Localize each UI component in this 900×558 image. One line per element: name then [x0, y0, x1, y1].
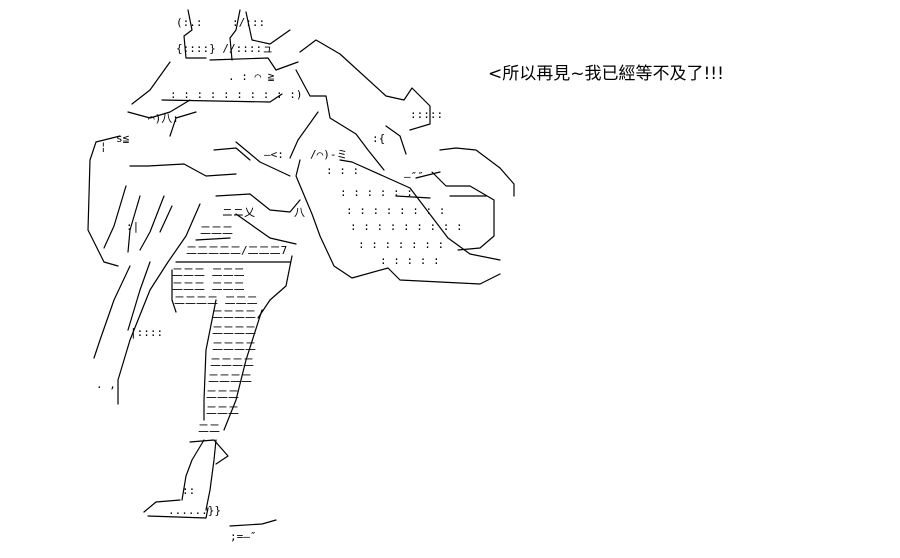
svg-text:二二二二: 二二二二 [210, 356, 254, 369]
svg-text:二二二: 二二二 [200, 224, 233, 237]
svg-text:二二二二: 二二二二 [212, 340, 256, 353]
svg-text:八: 八 [294, 206, 305, 219]
svg-text:: : : : : : : : : :): : : : : : : : : : :) [170, 88, 302, 101]
svg-text:二二二二: 二二二二 [208, 372, 252, 385]
svg-text:二二二 二二二: 二二二 二二二 [172, 280, 245, 293]
svg-text:―<:: ―<: [264, 148, 284, 161]
svg-text:{::::} //::::ュ: {::::} //::::ュ [176, 42, 273, 55]
svg-text:二二二二: 二二二二 [212, 324, 256, 337]
svg-text:s≦: s≦ [116, 132, 130, 145]
svg-text:|::::: |:::: [130, 326, 163, 339]
svg-text:. : ⌒ ≧: . : ⌒ ≧ [228, 70, 275, 83]
svg-text:(:.:: (:.: [176, 16, 203, 29]
svg-text:二二二: 二二二 [206, 404, 239, 417]
svg-text:⌒)八:: ⌒)八: [148, 112, 179, 125]
svg-text:;=―″: ;=―″ [230, 530, 257, 543]
svg-text::{: :{ [372, 132, 385, 145]
svg-text:: : : : :: : : : : : [380, 254, 440, 267]
svg-text:二二二二: 二二二二 [212, 308, 256, 321]
svg-text:::: :: [182, 484, 195, 497]
svg-text:二二二: 二二二 [206, 388, 239, 401]
svg-text:: : : : : : : : :: : : : : : : : : : [350, 220, 463, 233]
svg-text:: : : : : : :: : : : : : : : [358, 238, 444, 251]
svg-text:二二二二二/二二二7: 二二二二二/二二二7 [186, 244, 287, 257]
svg-text:二二: 二二 [198, 422, 220, 435]
svg-text:: : :: : : : [326, 164, 359, 177]
svg-text:......}}: ......}} [168, 504, 221, 517]
svg-text:: : : : : :: : : : : : : [340, 186, 413, 199]
svg-text:ニニ乂: ニニ乂 [222, 206, 255, 219]
svg-text:: : : : : : : :: : : : : : : : : [346, 204, 445, 217]
svg-text:二二二二 二二二: 二二二二 二二二 [174, 294, 258, 307]
svg-text:/⌒)-ミ: /⌒)-ミ [310, 148, 348, 161]
svg-text::|: :| [126, 220, 139, 233]
svg-text::/:::: :/::: [232, 16, 265, 29]
svg-text:¦: ¦ [100, 140, 107, 153]
svg-text:. ,: . , [96, 378, 116, 391]
caption-text: <所以再見~我已經等不及了!!! [488, 64, 724, 84]
svg-text::::::: ::::: [410, 108, 443, 121]
svg-text:―″″: ―″″ [404, 170, 424, 183]
svg-text:二二二 二二二: 二二二 二二二 [172, 266, 245, 279]
